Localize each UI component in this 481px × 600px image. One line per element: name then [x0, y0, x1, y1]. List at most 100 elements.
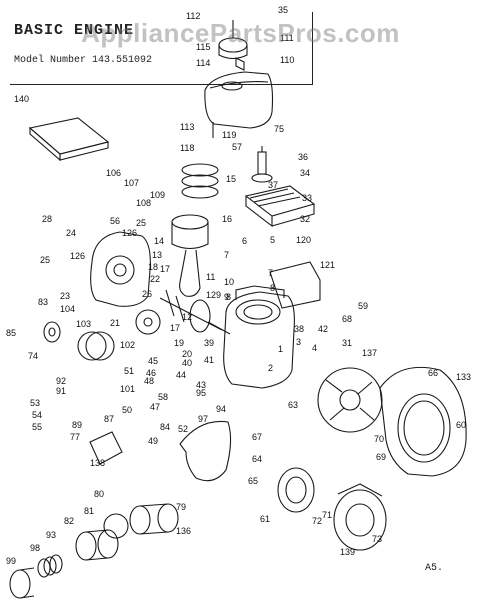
callout-20: 20	[182, 349, 192, 359]
callout-69: 69	[376, 452, 386, 462]
callout-77: 77	[70, 432, 80, 442]
callout-5: 5	[270, 235, 275, 245]
callout-59: 59	[358, 301, 368, 311]
callout-71: 71	[322, 510, 332, 520]
callout-31: 31	[342, 338, 352, 348]
callout-137: 137	[362, 348, 377, 358]
callout-73: 73	[372, 534, 382, 544]
callout-79: 79	[176, 502, 186, 512]
part-21-gear	[135, 309, 161, 335]
callout-136: 136	[176, 526, 191, 536]
callout-129: 129	[206, 290, 221, 300]
callout-52: 52	[178, 424, 188, 434]
part-129-crankshaft	[159, 289, 231, 335]
callout-112: 112	[186, 11, 200, 21]
callout-89: 89	[72, 420, 82, 430]
callout-58: 58	[158, 392, 168, 402]
callout-140: 140	[14, 94, 29, 104]
callout-111: 111	[280, 33, 294, 43]
callout-66: 66	[428, 368, 438, 378]
callout-101: 101	[120, 384, 135, 394]
part-114-tank	[204, 20, 274, 129]
part-121-bracket	[269, 261, 321, 309]
callout-33: 33	[302, 193, 312, 203]
callout-83: 83	[38, 297, 48, 307]
callout-91: 91	[56, 386, 66, 396]
callout-68: 68	[342, 314, 352, 324]
callout-10: 10	[224, 277, 234, 287]
callout-28: 28	[42, 214, 52, 224]
callout-54: 54	[32, 410, 42, 420]
callout-114: 114	[196, 58, 210, 68]
callout-110: 110	[280, 55, 294, 65]
title-frame-bottom	[10, 84, 313, 85]
part-70-blower-housing	[379, 366, 467, 477]
part-81-sprocket	[103, 513, 129, 539]
callout-43: 43	[196, 380, 206, 390]
part-33-head	[244, 185, 316, 228]
callout-121: 121	[320, 260, 335, 270]
callout-32: 32	[300, 214, 310, 224]
callout-labels: 1123511111511011414075113119571183615343…	[6, 5, 471, 566]
callout-53: 53	[30, 398, 40, 408]
callout-97: 97	[198, 414, 208, 424]
callout-26: 26	[142, 289, 152, 299]
callout-37: 37	[268, 180, 278, 190]
callout-109: 109	[150, 190, 165, 200]
part-140-plate	[28, 117, 110, 162]
callout-25: 25	[40, 255, 50, 265]
callout-84: 84	[160, 422, 170, 432]
callout-67: 67	[252, 432, 262, 442]
callout-38: 38	[294, 324, 304, 334]
callout-65: 65	[248, 476, 258, 486]
diagram-code: A5.	[424, 563, 443, 574]
callout-115: 115	[196, 42, 210, 52]
part-15-rings	[181, 163, 219, 199]
callout-18: 18	[148, 262, 158, 272]
callout-40: 40	[182, 358, 192, 368]
callout-23: 23	[60, 291, 70, 301]
part-14-piston	[171, 214, 209, 250]
callout-60: 60	[456, 420, 466, 430]
callout-92: 92	[56, 376, 66, 386]
callout-70: 70	[374, 434, 384, 444]
callout-14: 14	[154, 236, 164, 246]
part-64-shroud	[179, 420, 232, 482]
callout-104: 104	[60, 304, 75, 314]
callout-15: 15	[226, 174, 236, 184]
callout-72: 72	[312, 516, 322, 526]
callout-138: 138	[90, 458, 105, 468]
callout-8: 8	[226, 292, 231, 302]
callout-119: 119	[222, 130, 236, 140]
callout-63: 63	[288, 400, 298, 410]
callout-7: 7	[224, 250, 229, 260]
callout-36: 36	[298, 152, 308, 162]
callout-94: 94	[216, 404, 226, 414]
part-13-rod	[179, 249, 201, 297]
part-37-spark-plug	[251, 146, 273, 183]
callout-6: 6	[242, 236, 247, 246]
part-83-seal	[43, 321, 61, 343]
callout-19: 19	[174, 338, 184, 348]
part-82-drum	[75, 529, 119, 561]
callout-49: 49	[148, 436, 158, 446]
callout-82: 82	[64, 516, 74, 526]
callout-133: 133	[456, 372, 471, 382]
callout-41: 41	[204, 355, 214, 365]
callout-47: 47	[150, 402, 160, 412]
callout-11: 11	[206, 272, 215, 282]
callout-102: 102	[120, 340, 135, 350]
callout-126: 126	[70, 251, 85, 261]
callout-13: 13	[152, 250, 162, 260]
callout-64: 64	[252, 454, 262, 464]
callout-48: 48	[144, 376, 154, 386]
callout-108: 108	[136, 198, 151, 208]
part-139-recoil	[333, 483, 387, 551]
callout-4: 4	[312, 343, 317, 353]
callout-75: 75	[274, 124, 284, 134]
callout-1: 1	[278, 344, 283, 354]
callout-56: 56	[110, 216, 120, 226]
callout-80: 80	[94, 489, 104, 499]
callout-50: 50	[122, 405, 132, 415]
callout-2: 2	[268, 363, 273, 373]
